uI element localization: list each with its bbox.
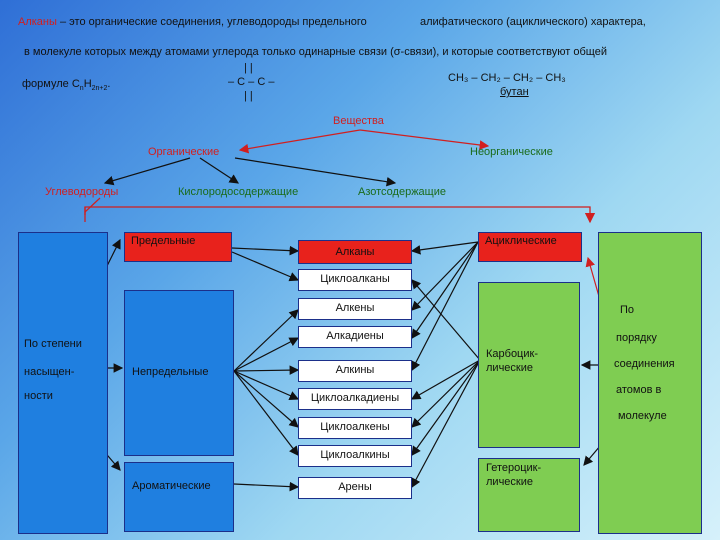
heterocyclic-label-1: Гетероцик- (486, 462, 542, 474)
node-inorganic: Неорганические (470, 146, 553, 158)
class-alkenes: Алкены (298, 298, 412, 320)
saturation-label-1: По степени (24, 338, 82, 350)
class-cycloalkadienes: Циклоалкадиены (298, 388, 412, 410)
class-alkadienes: Алкадиены (298, 326, 412, 348)
node-hydrocarbons: Углеводороды (45, 186, 119, 198)
class-arenes: Арены (298, 477, 412, 499)
aromatic-box (124, 462, 234, 532)
intro-line-1-tail: алифатического (ациклического) характера… (420, 16, 646, 28)
root-substances: Вещества (333, 115, 384, 127)
class-cycloalkanes: Циклоалканы (298, 269, 412, 291)
node-nitrogen-containing: Азотсодержащие (358, 186, 446, 198)
formula-subscript-2n2: 2n+2 (91, 85, 108, 93)
term-alkanes: Алканы (18, 16, 57, 28)
structure-top-bonds: | | (244, 62, 253, 74)
saturation-label-2: насыщен- (24, 366, 75, 378)
intro-line-1: Алканы – это органические соединения, уг… (18, 16, 367, 28)
unsaturated-box (124, 290, 234, 456)
acyclic-box: Ациклические (478, 232, 582, 262)
butane-name: бутан (500, 86, 529, 98)
saturation-column (18, 232, 108, 534)
order-label-2: порядку (616, 332, 657, 344)
order-label-4: атомов в (616, 384, 662, 396)
class-alkanes: Алканы (298, 240, 412, 264)
unsaturated-label: Непредельные (132, 366, 209, 378)
carbocyclic-label-2: лические (486, 362, 533, 374)
class-cycloalkenes: Циклоалкены (298, 417, 412, 439)
order-label-5: молекуле (618, 410, 667, 422)
structure-carbon-chain: – C – C – (228, 76, 275, 88)
order-label-3: соединения (614, 358, 675, 370)
aromatic-label: Ароматические (132, 480, 211, 492)
carbocyclic-box (478, 282, 580, 448)
structure-bottom-bonds: | | (244, 90, 253, 102)
class-alkynes: Алкины (298, 360, 412, 382)
order-column (598, 232, 702, 534)
order-label-1: По (620, 304, 635, 316)
saturated-box: Предельные (124, 232, 232, 262)
intro-line-2: в молекуле которых между атомами углерод… (24, 46, 607, 58)
node-oxygen-containing: Кислородосодержащие (178, 186, 299, 198)
carbocyclic-label-1: Карбоцик- (486, 348, 538, 360)
class-cycloalkynes: Циклоалкины (298, 445, 412, 467)
formula-dot: . (107, 78, 111, 90)
definition-start: – это органические соединения, углеводор… (56, 16, 367, 28)
heterocyclic-box (478, 458, 580, 532)
formula-h: H (83, 78, 92, 90)
general-formula: формуле СnH2n+2. (22, 78, 110, 92)
formula-prefix: формуле С (22, 78, 80, 90)
butane-formula: CH₃ – CH₂ – CH₂ – CH₃ (448, 72, 566, 84)
node-organic: Органические (148, 146, 220, 158)
saturation-label-3: ности (24, 390, 53, 402)
formula-subscript-n: n (79, 85, 84, 93)
heterocyclic-label-2: лические (486, 476, 533, 488)
